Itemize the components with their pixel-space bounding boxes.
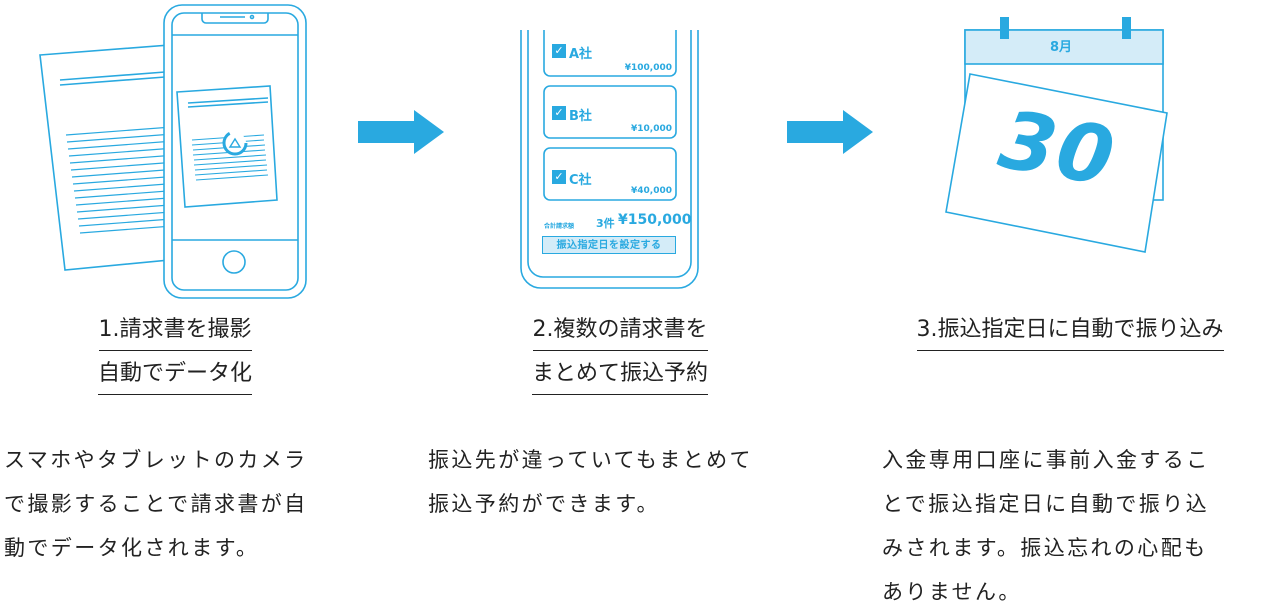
checkbox-icon[interactable]: ✓	[552, 44, 566, 58]
total-label: 合計請求額	[544, 223, 575, 230]
calendar-icon	[945, 17, 1168, 253]
calendar-month: 8月	[1050, 40, 1073, 55]
invoice-row[interactable]: ✓ C社 ¥40,000	[550, 168, 674, 200]
set-transfer-date-button[interactable]: 振込指定日を設定する	[542, 236, 676, 254]
invoice-row[interactable]: ✓ B社 ¥10,000	[550, 104, 674, 136]
scanned-invoice-icon	[176, 85, 278, 208]
step1-description: スマホやタブレットのカメラ で撮影することで請求書が自 動でデータ化されます。	[4, 448, 308, 560]
total-count: 3件	[596, 217, 615, 230]
step3-illustration: 8月 30	[940, 0, 1180, 260]
step2-illustration: ✓ A社 ¥100,000 ✓ B社 ¥10,000 ✓ C社 ¥40,000 …	[520, 0, 700, 290]
invoice-amount: ¥100,000	[624, 63, 672, 73]
step3-title: 3.振込指定日に自動で振り込み	[860, 308, 1271, 352]
right-arrow-icon	[358, 110, 444, 154]
invoice-name: A社	[569, 47, 593, 62]
invoice-amount: ¥10,000	[631, 124, 672, 134]
step1-illustration	[39, 4, 307, 299]
step2-description: 振込先が違っていてもまとめて 振込予約ができます。	[428, 448, 753, 516]
invoice-name: C社	[569, 173, 592, 188]
calendar-day: 30	[992, 92, 1123, 205]
total-amount: ¥150,000	[618, 212, 692, 228]
checkbox-icon[interactable]: ✓	[552, 170, 566, 184]
invoice-name: B社	[569, 109, 592, 124]
step2-title: 2.複数の請求書を まとめて振込予約	[470, 308, 770, 396]
paper-invoice-icon	[39, 44, 191, 271]
step1-title: 1.請求書を撮影 自動でデータ化	[30, 308, 320, 396]
set-transfer-date-label: 振込指定日を設定する	[556, 240, 662, 251]
invoice-amount: ¥40,000	[631, 186, 672, 196]
invoice-row[interactable]: ✓ A社 ¥100,000	[550, 42, 674, 74]
step3-description: 入金専用口座に事前入金するこ とで振込指定日に自動で振り込 みされます。振込忘れ…	[882, 448, 1210, 604]
right-arrow-icon	[787, 110, 873, 154]
checkbox-icon[interactable]: ✓	[552, 106, 566, 120]
